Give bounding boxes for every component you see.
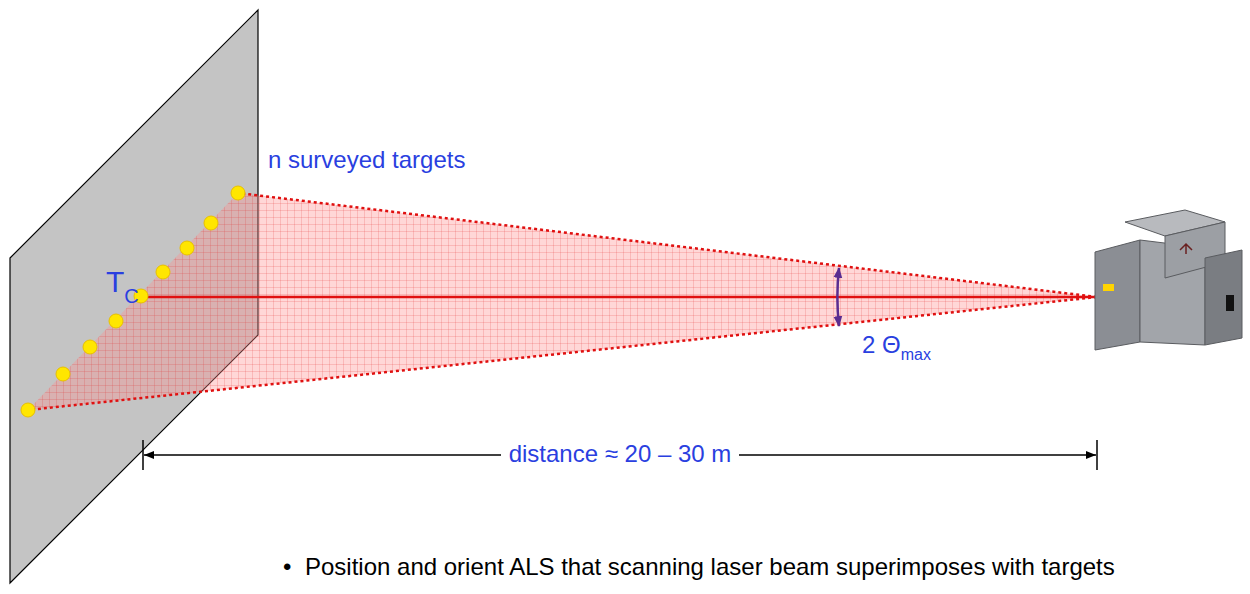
target-dot: [109, 314, 123, 328]
target-dot: [83, 340, 97, 354]
instrument-logo: [1180, 244, 1192, 254]
instruction-note: Position and orient ALS that scanning la…: [305, 553, 1115, 582]
symbol-subscript: max: [901, 345, 931, 364]
target-dots: [21, 186, 245, 417]
laser-center-line: [141, 296, 1097, 299]
instrument-front: [1095, 240, 1140, 350]
distance-dimension: distance ≈ 20 – 30 m: [501, 440, 740, 469]
target-dot: [204, 216, 218, 230]
target-dot: [180, 241, 194, 255]
fan-edge: [238, 193, 1097, 297]
bullet-mark: •: [283, 553, 291, 582]
center-target-symbol: T: [106, 264, 124, 300]
target-dot: [231, 186, 245, 200]
dimension-tick: [1096, 440, 1098, 470]
als-instrument: [1095, 210, 1242, 350]
instrument-label: [1103, 284, 1114, 291]
symbol-subscript: C: [124, 284, 138, 308]
target-dot: [56, 367, 70, 381]
laser-fan: [28, 193, 1097, 410]
scan-angle-label: 2 Θ: [862, 331, 901, 360]
angle-arc: [837, 268, 839, 326]
dimension-tick: [142, 440, 144, 470]
target-count-label: n surveyed targets: [268, 146, 465, 175]
instrument-panel: [1205, 250, 1242, 345]
fan-edge: [28, 297, 1097, 410]
target-dot: [156, 265, 170, 279]
instrument-connector: [1226, 295, 1234, 311]
target-dot: [21, 403, 35, 417]
